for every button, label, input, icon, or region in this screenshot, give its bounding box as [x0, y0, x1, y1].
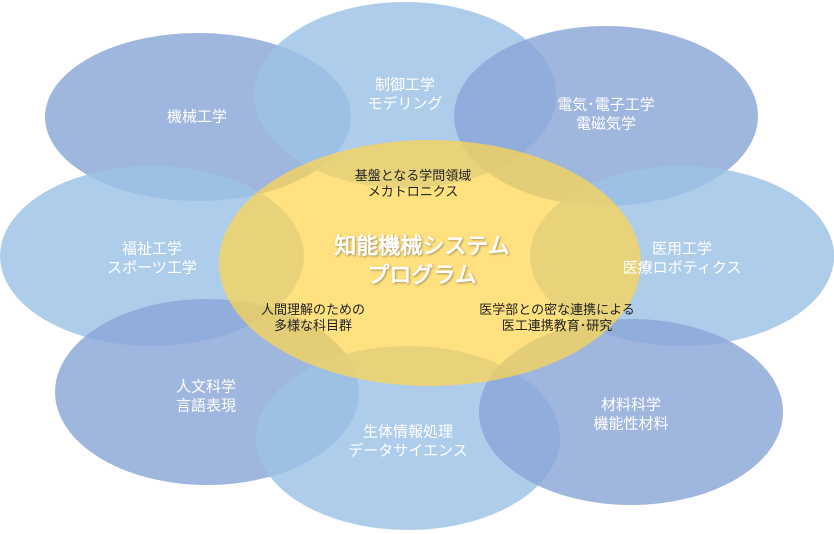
feature-foundation: 基盤となる学問領域メカトロニクス	[355, 169, 472, 202]
label-bioinfo: 生体情報処理データサイエンス	[348, 422, 468, 460]
feature-line: メカトロニクス	[367, 185, 459, 200]
label-line: 電磁気学	[575, 114, 637, 132]
label-line: 制御工学	[374, 75, 436, 94]
label-medical: 医用工学医療ロボティクス	[623, 239, 742, 277]
label-line: 福祉工学	[121, 239, 183, 258]
title-line: プログラム	[367, 263, 477, 288]
label-line: スポーツ工学	[107, 258, 197, 276]
label-line: 機能性材料	[593, 414, 669, 432]
feature-line: 人間理解のための	[260, 302, 366, 318]
program-title: 知能機械システムプログラム	[334, 233, 509, 290]
label-welfare: 福祉工学スポーツ工学	[107, 239, 197, 277]
label-line: 材料科学	[600, 395, 662, 414]
title-line: 知能機械システム	[334, 234, 510, 260]
circle-materials	[479, 319, 783, 505]
label-line: モデリング	[367, 94, 443, 112]
label-line: 医療ロボティクス	[622, 258, 742, 276]
feature-line: 医工連携教育･研究	[501, 319, 613, 334]
label-line: 人文科学	[175, 377, 237, 396]
label-line: 医用工学	[651, 239, 712, 258]
feature-human: 人間理解のための多様な科目群	[261, 303, 365, 336]
circle-center	[219, 140, 641, 386]
label-line: 生体情報処理	[362, 422, 453, 441]
label-line: 電気･電子工学	[557, 95, 655, 114]
feature-medical-collab: 医学部との密な連携による医工連携教育･研究	[479, 303, 634, 336]
label-mechanical: 機械工学	[167, 108, 227, 127]
feature-line: 多様な科目群	[273, 319, 353, 334]
label-line: 言語表現	[175, 396, 237, 414]
feature-line: 医学部との密な連携による	[479, 302, 635, 318]
label-control: 制御工学モデリング	[367, 75, 442, 113]
label-line: データサイエンス	[348, 441, 468, 459]
label-electrical: 電気･電子工学電磁気学	[557, 95, 655, 133]
label-line: 機械工学	[166, 107, 228, 126]
label-humanities: 人文科学言語表現	[176, 377, 236, 415]
label-materials: 材料科学機能性材料	[593, 395, 668, 433]
feature-line: 基盤となる学問領域	[354, 168, 472, 184]
